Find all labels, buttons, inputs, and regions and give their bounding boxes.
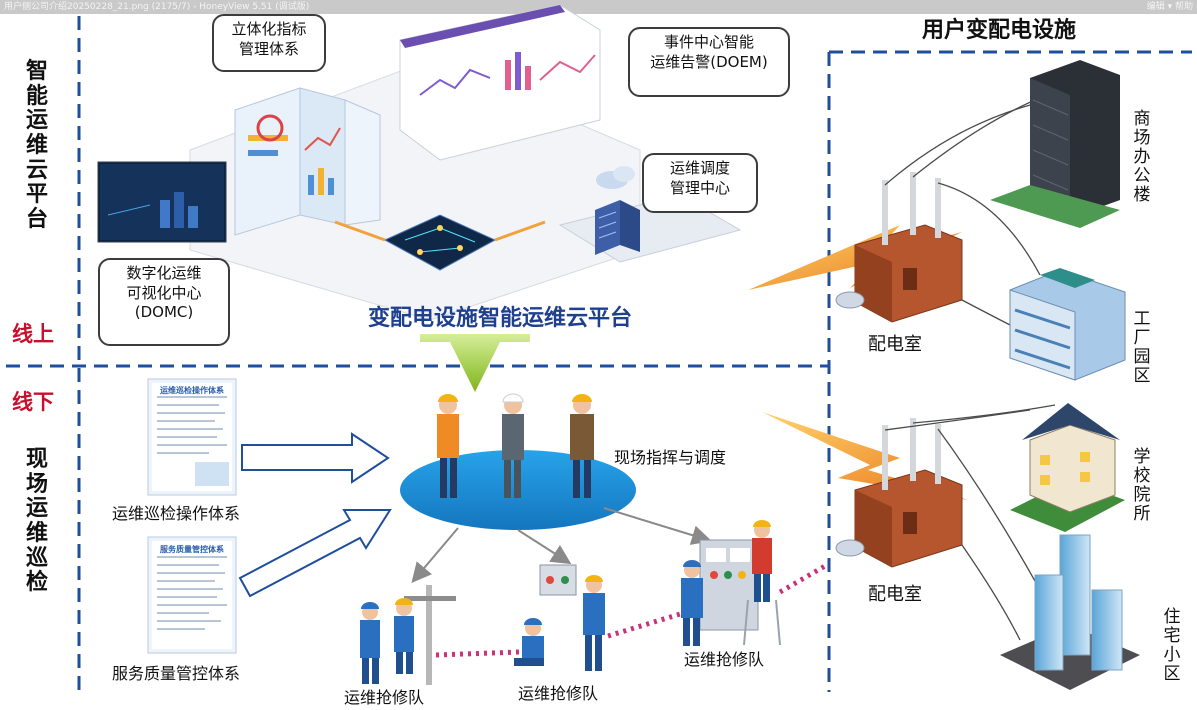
building-label-school: 学校院所 xyxy=(1133,447,1151,525)
building-label-residential: 住宅小区 xyxy=(1163,607,1181,685)
process-arrows xyxy=(238,432,392,598)
dispatch-arrows xyxy=(411,507,712,584)
building-label-commercial: 商场办公楼 xyxy=(1133,109,1151,206)
online-side-title: 智能运维云平台 xyxy=(25,59,48,232)
computer-screen-icon xyxy=(97,161,227,243)
cable-line-icon xyxy=(435,649,521,658)
window-titlebar: 用户侧公司介绍20250228_21.png (2175/7) - HoneyV… xyxy=(0,0,1197,14)
document-icon xyxy=(147,378,237,496)
doc1-heading: 运维巡检操作体系 xyxy=(160,386,224,395)
substation-icon xyxy=(835,418,963,568)
indicator-panels-icon xyxy=(234,87,381,236)
dashboard-screen-icon xyxy=(399,4,601,161)
building-label-industrial: 工厂园区 xyxy=(1133,309,1151,387)
utility-pole-icon xyxy=(404,585,456,685)
worker-icon xyxy=(360,602,380,684)
office-tower-icon xyxy=(990,60,1120,228)
doc2-heading: 服务质量管控体系 xyxy=(160,545,224,554)
worker-icon xyxy=(437,394,459,498)
dispatch-center-callout: 运维调度 管理中心 xyxy=(642,153,758,213)
command-label: 现场指挥与调度 xyxy=(614,448,727,467)
worker-icon xyxy=(681,560,703,646)
substation-icon xyxy=(835,172,963,323)
school-house-icon xyxy=(1010,403,1125,532)
factory-icon xyxy=(1009,268,1126,381)
event-center-callout: 事件中心智能 运维告警(DOEM) xyxy=(628,27,790,97)
visual-center-callout: 数字化运维 可视化中心 (DOMC) xyxy=(98,258,230,346)
distribution-room-label: 配电室 xyxy=(868,584,922,605)
indicator-system-callout: 立体化指标 管理体系 xyxy=(212,14,326,72)
region-borders xyxy=(6,16,1192,692)
cloud-icon xyxy=(596,166,635,189)
residential-towers-icon xyxy=(1000,534,1140,690)
online-zone-label: 线上 xyxy=(12,322,54,346)
doc1-caption: 运维巡检操作体系 xyxy=(112,504,241,523)
lightning-bolt-icon xyxy=(762,412,968,500)
window-title: 用户侧公司介绍20250228_21.png (2175/7) - HoneyV… xyxy=(4,2,310,12)
network-hub-icon xyxy=(334,214,546,271)
worker-icon xyxy=(570,394,594,498)
worker-icon xyxy=(583,575,605,671)
document-icon xyxy=(147,536,237,654)
electrical-panel-icon xyxy=(539,564,577,596)
electrical-panel-icon xyxy=(699,539,759,631)
worker-icon xyxy=(514,618,544,666)
worker-icon xyxy=(394,598,414,674)
doc2-caption: 服务质量管控体系 xyxy=(112,664,241,683)
cable-line-icon xyxy=(778,563,827,595)
team-label: 运维抢修队 xyxy=(518,684,599,703)
worker-icon xyxy=(743,520,781,646)
power-lines xyxy=(884,89,1061,641)
team-label: 运维抢修队 xyxy=(684,650,765,669)
window-menu[interactable]: 编辑 ▾ 帮助 xyxy=(1146,2,1193,12)
platform-title: 变配电设施智能运维云平台 xyxy=(368,306,633,331)
distribution-room-label: 配电室 xyxy=(868,334,922,355)
flow-down-arrow-icon xyxy=(420,334,530,392)
doc2-arrow-icon xyxy=(238,509,392,598)
offline-side-title: 现场运维巡检 xyxy=(25,447,48,596)
team-label: 运维抢修队 xyxy=(344,688,425,707)
doc1-arrow-icon xyxy=(241,432,390,484)
facilities-title: 用户变配电设施 xyxy=(922,18,1077,43)
worker-icon xyxy=(502,393,524,498)
offline-zone-label: 线下 xyxy=(12,390,54,414)
